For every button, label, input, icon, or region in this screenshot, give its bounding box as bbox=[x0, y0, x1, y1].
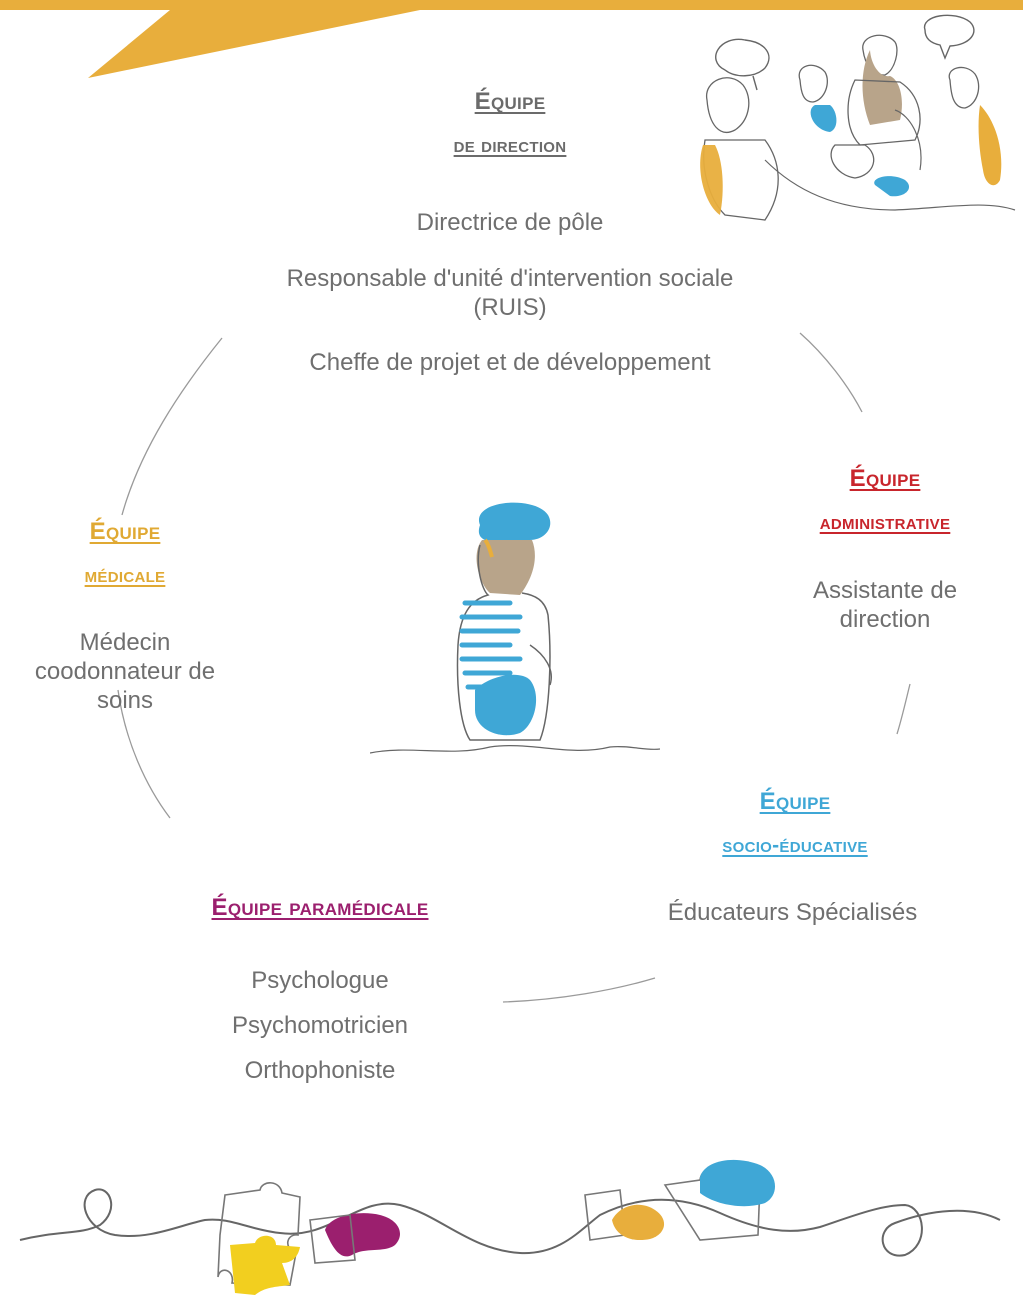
group-discussion-illustration bbox=[700, 14, 1016, 221]
arc-right bbox=[896, 683, 911, 735]
administrative-title-line2: administrative bbox=[819, 511, 951, 534]
administrative-item: Assistante de bbox=[812, 577, 958, 604]
arc-upper-right bbox=[799, 332, 863, 413]
medicale-item: soins bbox=[96, 687, 154, 714]
direction-title-line2: de direction bbox=[453, 134, 567, 157]
person-reading-illustration bbox=[370, 502, 660, 754]
socio-title-line2: socio-éducative bbox=[722, 834, 868, 857]
paramedicale-items: Psychologue Psychomotricien Orthophonist… bbox=[180, 958, 460, 1093]
socio-items: Éducateurs Spécialisés bbox=[630, 898, 955, 927]
paramedicale-item: Orthophoniste bbox=[244, 1057, 396, 1084]
direction-item: (RUIS) bbox=[473, 294, 547, 321]
socio-title-line1: Équipe bbox=[759, 788, 831, 815]
arc-upper-left bbox=[121, 337, 223, 516]
paramedicale-item: Psychomotricien bbox=[231, 1012, 409, 1039]
medicale-items: Médecin coodonnateur de soins bbox=[5, 628, 245, 715]
medicale-item: Médecin bbox=[79, 629, 171, 656]
direction-items: Directrice de pôle Responsable d'unité d… bbox=[210, 208, 810, 377]
medicale-heading: Équipe médicale bbox=[20, 518, 230, 588]
administrative-item: direction bbox=[839, 606, 931, 633]
medicale-title-line1: Équipe bbox=[89, 518, 161, 545]
direction-item: Responsable d'unité d'intervention socia… bbox=[286, 265, 734, 292]
paramedicale-heading: Équipe paramédicale bbox=[150, 894, 490, 922]
medicale-item: coodonnateur de bbox=[34, 658, 216, 685]
direction-item: Cheffe de projet et de développement bbox=[309, 349, 711, 376]
administrative-title-line1: Équipe bbox=[849, 465, 921, 492]
administrative-heading: Équipe administrative bbox=[770, 465, 1000, 535]
medicale-title-line2: médicale bbox=[84, 564, 166, 587]
direction-title-line1: Équipe bbox=[474, 88, 546, 115]
direction-heading: Équipe de direction bbox=[390, 88, 630, 158]
socio-heading: Équipe socio-éducative bbox=[665, 788, 925, 858]
arc-bottom bbox=[502, 977, 656, 1003]
arc-left bbox=[117, 689, 171, 819]
puzzle-line-illustration bbox=[19, 1159, 1001, 1295]
administrative-items: Assistante de direction bbox=[770, 576, 1000, 634]
top-banner-shape bbox=[0, 0, 1023, 78]
paramedicale-item: Psychologue bbox=[251, 967, 389, 994]
socio-item: Éducateurs Spécialisés bbox=[667, 899, 918, 926]
direction-item: Directrice de pôle bbox=[416, 209, 604, 236]
paramedicale-title: Équipe paramédicale bbox=[211, 894, 429, 921]
